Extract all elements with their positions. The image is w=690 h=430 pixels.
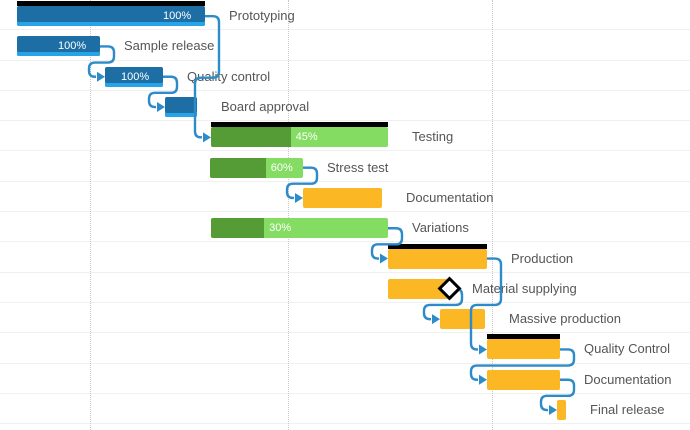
task-progress-label: 60% — [270, 161, 293, 174]
task-bar-prototyping[interactable] — [17, 6, 205, 27]
task-progress-label: 30% — [269, 222, 292, 235]
task-baseline-bar — [17, 1, 205, 7]
task-label-stress-test: Stress test — [327, 159, 389, 175]
task-progress-label: 100% — [58, 40, 87, 53]
task-bar-stress-test[interactable] — [210, 157, 303, 178]
task-label-documentation-1: Documentation — [406, 189, 494, 205]
gantt-row — [0, 364, 690, 394]
gantt-row — [0, 121, 690, 152]
task-label-sample-release: Sample release — [124, 38, 215, 54]
task-label-material-supplying: Material supplying — [472, 280, 577, 296]
task-bar-sample-release[interactable] — [17, 36, 100, 57]
gantt-row — [0, 394, 690, 425]
task-label-quality-control: Quality control — [187, 68, 271, 84]
task-bar-final-release[interactable] — [557, 400, 566, 421]
gantt-row — [0, 91, 690, 122]
gantt-row — [0, 212, 690, 243]
gantt-row — [0, 333, 690, 364]
gantt-row — [0, 30, 690, 61]
task-label-massive-production: Massive production — [509, 311, 621, 327]
task-bar-testing[interactable] — [211, 127, 388, 148]
task-label-production: Production — [511, 250, 574, 266]
task-progress-fill — [210, 157, 266, 178]
task-bar-quality-control-2[interactable] — [487, 339, 560, 360]
gantt-row — [0, 182, 690, 213]
task-bar-documentation-2[interactable] — [487, 369, 560, 390]
task-progress-fill — [211, 218, 265, 239]
task-progress-fill — [211, 127, 291, 148]
gantt-row — [0, 242, 690, 273]
task-label-final-release: Final release — [590, 402, 665, 418]
task-label-documentation-2: Documentation — [584, 371, 672, 387]
task-label-testing: Testing — [412, 129, 454, 145]
task-baseline-bar — [388, 243, 487, 249]
task-label-prototyping: Prototyping — [229, 8, 295, 24]
task-baseline-bar — [487, 334, 560, 340]
task-label-board-approval: Board approval — [221, 99, 310, 115]
gantt-row — [0, 61, 690, 91]
timeline-gridline — [90, 0, 91, 430]
gantt-row — [0, 0, 690, 31]
task-bar-massive-production[interactable] — [440, 309, 485, 330]
task-label-quality-control-2: Quality Control — [584, 341, 670, 357]
timeline-gridline — [492, 0, 493, 430]
task-bar-documentation-1[interactable] — [303, 187, 382, 208]
task-label-variations: Variations — [412, 220, 469, 236]
gantt-row — [0, 152, 690, 182]
timeline-gridline — [288, 0, 289, 430]
task-bar-variations[interactable] — [211, 218, 388, 239]
task-bar-production[interactable] — [388, 248, 487, 269]
task-progress-label: 100% — [121, 70, 150, 83]
gantt-row — [0, 303, 690, 334]
task-progress-label: 45% — [295, 131, 318, 144]
task-baseline-bar — [211, 122, 388, 128]
task-bar-board-approval[interactable] — [165, 97, 197, 118]
task-progress-label: 100% — [163, 10, 192, 23]
gantt-row — [0, 273, 690, 303]
